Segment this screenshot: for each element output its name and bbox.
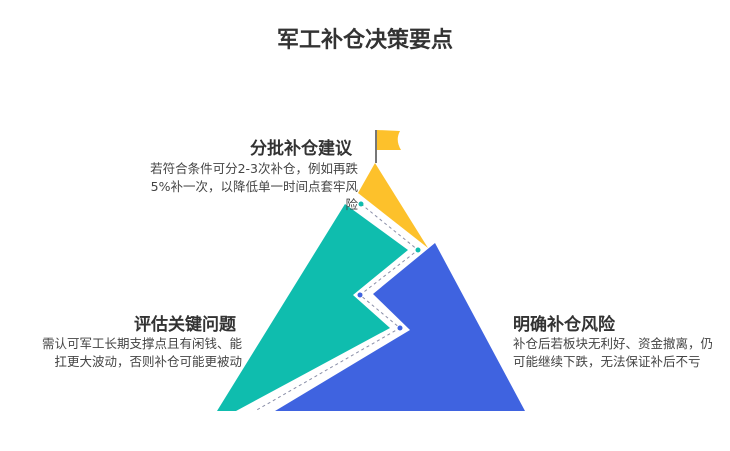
path-dot xyxy=(415,247,421,253)
mountain-teal xyxy=(217,204,408,411)
path-dot xyxy=(358,201,364,207)
mountain-blue xyxy=(275,243,525,411)
section-3-heading: 明确补仓风险 xyxy=(513,315,615,335)
path-dot xyxy=(357,292,363,298)
flag-icon xyxy=(377,130,401,150)
section-1-heading: 分批补仓建议 xyxy=(250,139,352,159)
path-dot xyxy=(397,325,403,331)
peak-yellow xyxy=(358,163,428,248)
section-1-text: 若符合条件可分2-3次补仓，例如再跌5%补一次，以降低单一时间点套牢风险 xyxy=(150,161,358,212)
section-3-text: 补仓后若板块无利好、资金撤离，仍可能继续下跌，无法保证补后不亏 xyxy=(513,336,714,369)
section-2-text: 需认可军工长期支撑点且有闲钱、能扛更大波动，否则补仓可能更被动 xyxy=(41,336,242,369)
section-2-heading: 评估关键问题 xyxy=(134,315,236,335)
page-title: 军工补仓决策要点 xyxy=(276,28,453,53)
